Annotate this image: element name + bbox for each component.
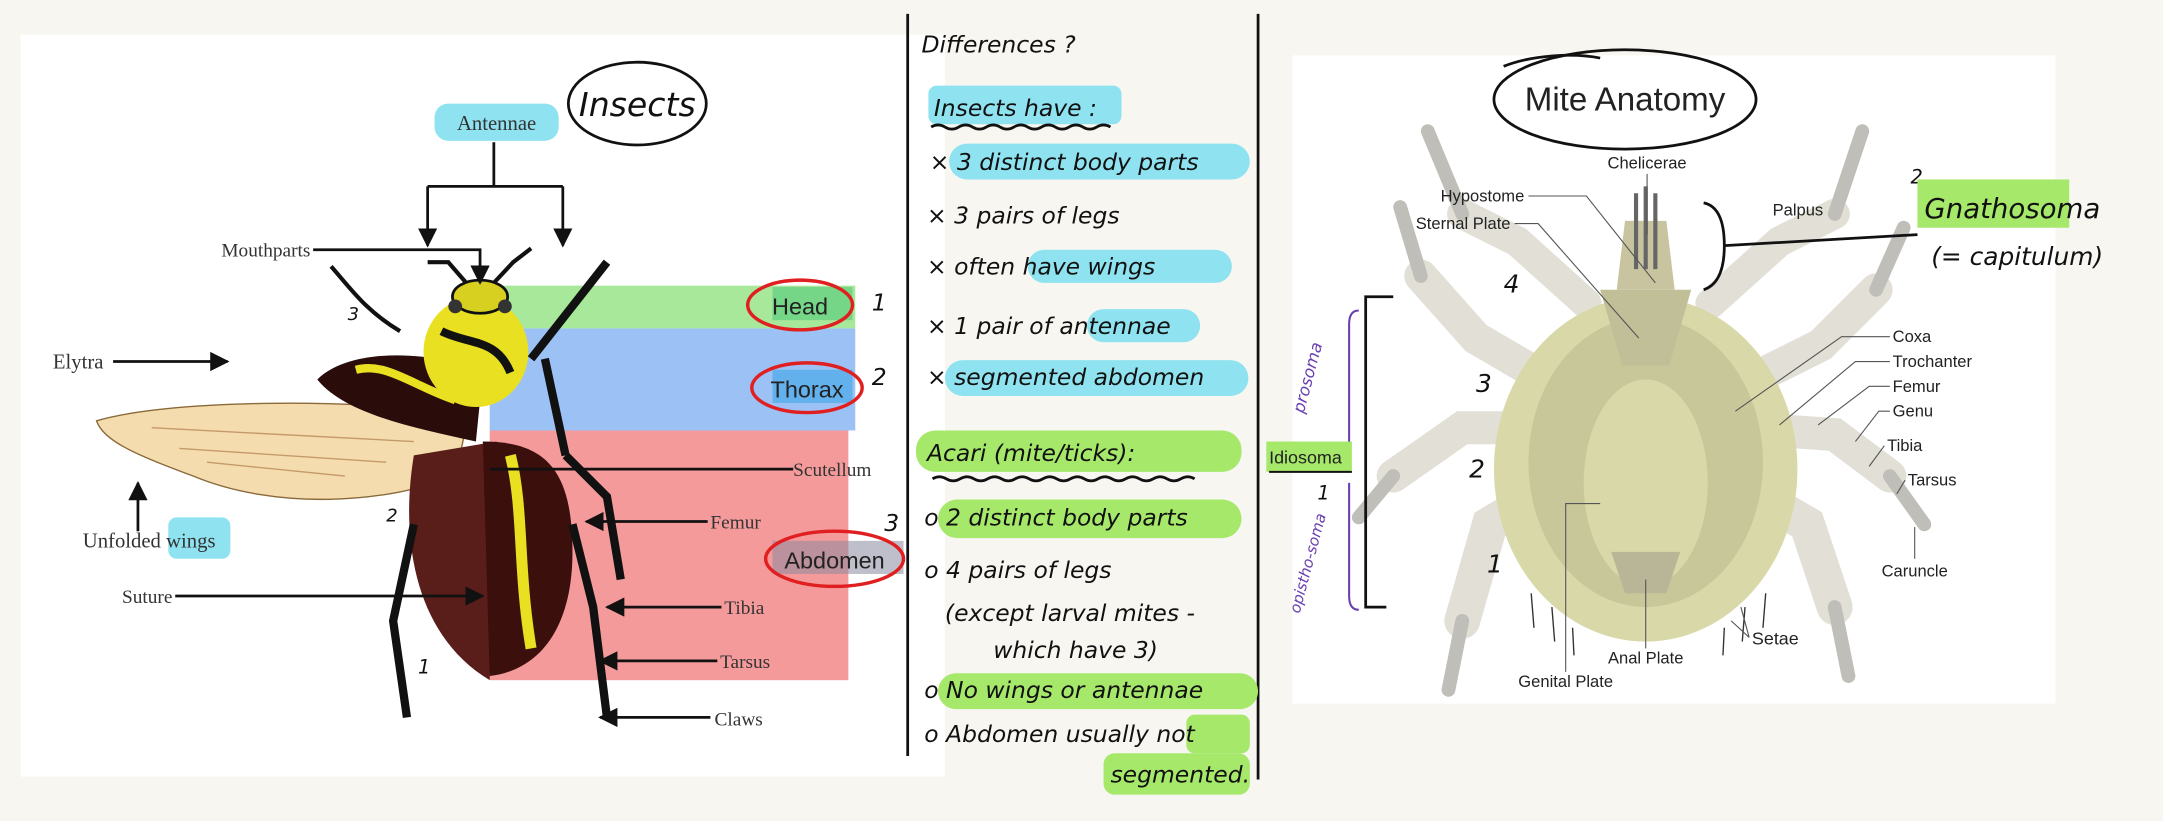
segment-abdomen: Abdomen 3 bbox=[763, 509, 906, 589]
gnathosoma-highlight bbox=[1917, 179, 2070, 228]
label-caruncle: Caruncle bbox=[1882, 562, 1948, 581]
label-tarsus: Tarsus bbox=[1908, 471, 1957, 490]
label-suture: Suture bbox=[122, 587, 172, 608]
svg-text:× often have wings: × often have wings bbox=[927, 253, 1155, 281]
label-anal-plate: Anal Plate bbox=[1608, 649, 1683, 668]
insects-title: Insects bbox=[579, 85, 696, 124]
svg-text:3: 3 bbox=[884, 509, 899, 537]
svg-text:Thorax: Thorax bbox=[771, 376, 844, 402]
wings-highlight bbox=[168, 517, 231, 559]
label-tibia: Tibia bbox=[724, 598, 764, 619]
insect-point: × often have wings bbox=[927, 253, 1155, 281]
insect-point: × 3 pairs of legs bbox=[927, 202, 1120, 230]
label-setae: Setae bbox=[1752, 628, 1799, 648]
label-femur: Femur bbox=[1893, 377, 1941, 396]
sternal-plate-shape bbox=[1600, 289, 1692, 366]
label-femur: Femur bbox=[710, 512, 761, 533]
segment-head: Head 1 bbox=[745, 278, 887, 332]
label-genu: Genu bbox=[1893, 402, 1933, 421]
segment-thorax: Thorax 2 bbox=[750, 361, 887, 415]
insect-point: × segmented abdomen bbox=[927, 363, 1204, 391]
mite-title: Mite Anatomy bbox=[1525, 81, 1726, 118]
insect-point: × 1 pair of antennae bbox=[927, 312, 1171, 340]
label-hypostome: Hypostome bbox=[1441, 187, 1525, 206]
svg-text:1: 1 bbox=[872, 288, 887, 316]
acari-point: o Abdomen usually not bbox=[924, 720, 1195, 748]
mite-title-circle bbox=[1492, 48, 1758, 151]
label-mouthparts: Mouthparts bbox=[221, 241, 310, 262]
label-tarsus: Tarsus bbox=[720, 652, 770, 673]
label-elytra: Elytra bbox=[53, 351, 104, 373]
svg-text:× 1 pair of antennae: × 1 pair of antennae bbox=[927, 312, 1171, 340]
label-claws: Claws bbox=[715, 710, 763, 731]
label-capitulum: (= capitulum) bbox=[1931, 242, 2103, 271]
svg-text:× segmented abdomen: × segmented abdomen bbox=[927, 363, 1204, 391]
mite-leg-number: 2 bbox=[1469, 454, 1485, 483]
acari-point: o 2 distinct body parts bbox=[924, 504, 1188, 532]
mite-leg-number: 1 bbox=[1487, 550, 1503, 579]
mite-diagram: Mite Anatomy Chelicera bbox=[1266, 48, 2103, 704]
leg-number-2: 2 bbox=[386, 506, 397, 527]
acari-heading: Acari (mite/ticks): bbox=[925, 439, 1135, 467]
notes-heading: Differences ? bbox=[921, 31, 1075, 59]
beetle-illustration bbox=[95, 246, 625, 719]
label-scutellum: Scutellum bbox=[793, 460, 871, 481]
leg-number-3: 3 bbox=[348, 304, 359, 325]
label-unfolded-wings: Unfolded wings bbox=[83, 531, 216, 553]
label-palpus: Palpus bbox=[1773, 200, 1824, 219]
anal-plate-shape bbox=[1611, 551, 1681, 594]
acari-point-note: (except larval mites - bbox=[945, 599, 1195, 627]
label-genital-plate: Genital Plate bbox=[1518, 672, 1613, 691]
antennae-highlight bbox=[434, 103, 559, 141]
svg-text:2: 2 bbox=[872, 363, 887, 391]
acari-point: o 4 pairs of legs bbox=[924, 556, 1111, 584]
leg-number-1: 1 bbox=[418, 655, 430, 678]
insect-point: × 3 distinct body parts bbox=[930, 148, 1199, 176]
label-trochanter: Trochanter bbox=[1893, 352, 1973, 371]
label-sternal-plate: Sternal Plate bbox=[1416, 214, 1511, 233]
label-antennae: Antennae bbox=[457, 113, 536, 135]
idiosoma-highlight bbox=[1266, 441, 1352, 472]
insect-diagram: Antennae Insects Mouthparts Elytra Unfol… bbox=[20, 34, 945, 777]
idiosoma-number: 1 bbox=[1317, 481, 1329, 504]
acari-point: o No wings or antennae bbox=[924, 676, 1203, 704]
svg-text:Head: Head bbox=[772, 294, 828, 320]
label-tibia: Tibia bbox=[1887, 436, 1923, 455]
insects-circle bbox=[566, 60, 708, 147]
insects-heading: Insects have : bbox=[934, 94, 1097, 122]
label-idiosoma: Idiosoma bbox=[1269, 448, 1342, 468]
svg-text:× 3 pairs of legs: × 3 pairs of legs bbox=[927, 202, 1120, 230]
acari-point-note: segmented. bbox=[1110, 760, 1250, 788]
label-gnathosoma: Gnathosoma bbox=[1924, 192, 2100, 225]
handwritten-notes: Differences ? Insects have : × 3 distinc… bbox=[915, 31, 1259, 795]
svg-text:Abdomen: Abdomen bbox=[784, 547, 884, 573]
acari-point-note: which have 3) bbox=[993, 636, 1158, 664]
label-chelicerae: Chelicerae bbox=[1608, 153, 1687, 172]
idiosoma-bracket bbox=[1364, 295, 1394, 609]
chelicerae-shape bbox=[1633, 186, 1658, 270]
genital-plate-shape bbox=[1583, 379, 1708, 587]
mite-leg-number: 3 bbox=[1476, 369, 1492, 398]
label-coxa: Coxa bbox=[1893, 327, 1932, 346]
mite-leg-number: 4 bbox=[1504, 270, 1520, 299]
svg-text:× 3 distinct body parts: × 3 distinct body parts bbox=[930, 148, 1199, 176]
